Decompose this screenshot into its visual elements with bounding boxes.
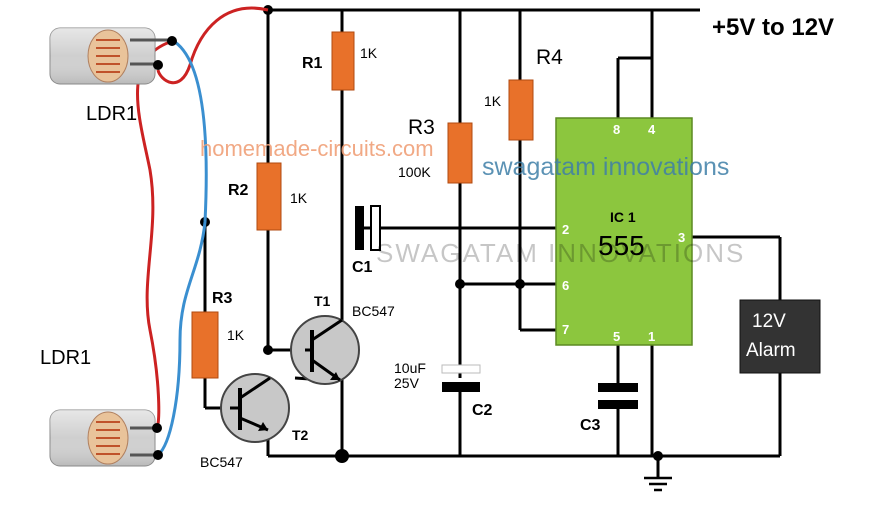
c3-name: C3 (580, 417, 601, 434)
watermark-brand: swagatam innovations (482, 153, 729, 181)
ground-icon (644, 476, 672, 492)
r3-left-name: R3 (212, 290, 233, 307)
resistor-r1 (331, 31, 355, 91)
capacitor-c2 (441, 364, 481, 392)
ic-pin-7: 7 (562, 322, 569, 337)
ic-part: 555 (598, 230, 645, 261)
t1-part: BC547 (352, 303, 395, 319)
resistor-r4 (508, 79, 534, 141)
ic-pin-5: 5 (613, 329, 620, 344)
t2-part: BC547 (200, 454, 243, 470)
r3-right-value: 100K (398, 164, 431, 180)
ic-name: IC 1 (610, 209, 636, 225)
r3-left-value: 1K (227, 327, 245, 343)
watermark-faint: SWAGATAM INNOVATIONS (376, 238, 745, 268)
ic-pin-3: 3 (678, 230, 685, 245)
transistor-t2 (220, 373, 290, 443)
c2-value-line1: 10uF (394, 360, 426, 376)
junction-dots (200, 5, 663, 463)
r4-name: R4 (536, 46, 563, 69)
t2-name: T2 (292, 427, 309, 443)
resistor-r3-left (191, 311, 219, 379)
r1-value: 1K (360, 45, 378, 61)
supply-label: +5V to 12V (712, 14, 834, 41)
ldr-bottom-label: LDR1 (40, 347, 91, 369)
watermark-site: homemade-circuits.com (200, 136, 434, 161)
ic-pin-6: 6 (562, 278, 569, 293)
resistor-r2 (256, 162, 282, 231)
ic-pin-2: 2 (562, 222, 569, 237)
c1-name: C1 (352, 259, 373, 276)
ic-pin-4: 4 (648, 122, 656, 137)
r4-value: 1K (484, 93, 502, 109)
ldr-wires (136, 6, 269, 457)
r1-name: R1 (302, 55, 323, 72)
ic-pin-1: 1 (648, 329, 655, 344)
ic-pin-8: 8 (613, 122, 620, 137)
red-wire-loop (136, 40, 171, 429)
ldr-top (49, 27, 177, 85)
r2-name: R2 (228, 182, 249, 199)
resistor-r3-right (447, 122, 473, 184)
transistor-t1 (290, 315, 360, 385)
r2-value: 1K (290, 190, 308, 206)
capacitor-c3 (598, 383, 638, 409)
t1-name: T1 (314, 293, 331, 309)
c2-value-line2: 25V (394, 375, 420, 391)
c2-name: C2 (472, 402, 493, 419)
alarm-line2: Alarm (746, 340, 796, 361)
capacitor-c1 (355, 205, 381, 251)
wires (203, 8, 782, 478)
ic-555 (555, 117, 693, 346)
red-wire (156, 6, 269, 85)
ldr-top-label: LDR1 (86, 103, 137, 125)
alarm-box (739, 299, 821, 374)
ldr-bottom (49, 409, 163, 467)
blue-wire (156, 40, 208, 457)
alarm-line1: 12V (752, 311, 786, 332)
r3-right-name: R3 (408, 116, 435, 139)
